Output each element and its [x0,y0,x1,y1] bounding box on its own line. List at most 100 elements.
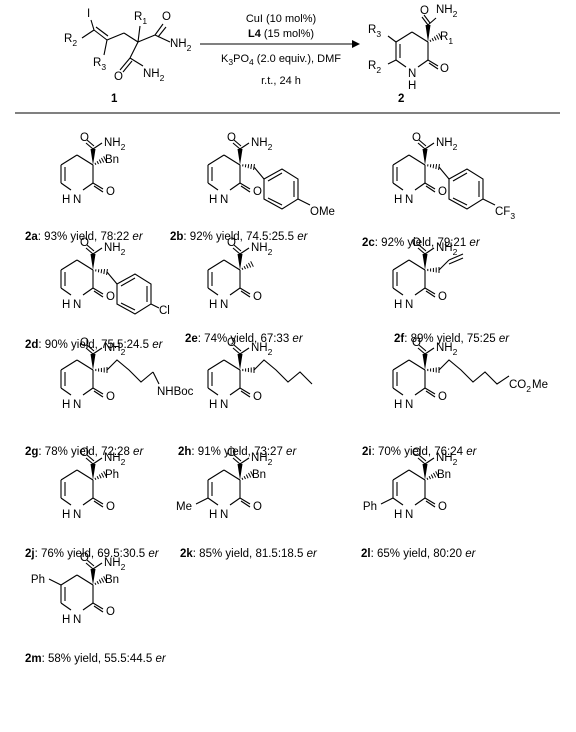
carbonyl-oxygen: O [253,291,262,303]
carbonyl-bond [239,182,251,190]
caption-2c: 2c: 92% yield, 79:21 er [362,237,480,249]
bond [129,57,144,67]
amide-nh2: NH2 [436,137,458,152]
ring-bond [60,359,78,371]
carbonyl-oxygen: O [438,501,447,513]
carbonyl-oxygen: O [253,501,262,513]
ring-bond [392,154,410,166]
ring-substituent: Ph [31,574,45,586]
amide-bond [232,142,241,150]
ring-nh-hydrogen: H [209,399,217,411]
hash-line [243,265,246,270]
ring-bond [60,287,72,296]
ring-bond [229,497,241,506]
aromatic-bond [120,302,136,311]
carbonyl-oxygen: O [253,186,262,198]
amide-oxygen: O [412,132,421,144]
ester-label: CO2 [509,379,531,394]
bond [129,41,139,59]
amide-bond [239,457,250,465]
nh2-label: NH2 [170,38,192,53]
ring-bond [60,602,72,611]
amide-bond [232,457,241,465]
r2-label: R2 [64,33,77,48]
hash-line [426,477,429,480]
r1-hash-bond [429,33,442,42]
bond [106,32,125,41]
ring-nh-hydrogen: H [209,299,217,311]
amide-oxygen: O [420,5,429,17]
amide-oxygen: O [227,237,236,249]
iodine-atom: I [87,8,90,20]
ring-bond [392,387,404,396]
amide-wedge [237,149,243,165]
amide-wedge [422,354,428,370]
ring-bond [207,182,219,191]
alkene-double-bond [448,257,464,265]
amide-wedge [90,464,96,480]
compound-id: 2g [25,446,39,458]
ring-nitrogen: N [73,614,81,626]
side-chain-hash [94,471,107,480]
amide-wedge [237,354,243,370]
yield-text: : 93% yield, 78:22 [37,231,133,243]
aromatic-bond [267,197,283,206]
carbonyl-bond [239,287,251,295]
bond [438,259,450,271]
carbonyl-double-bond [425,185,436,193]
ring-bond [207,359,225,371]
amide-bond [92,457,103,465]
amide-bond [239,247,250,255]
ring-bond [414,387,426,396]
ring-nh-hydrogen: H [62,194,70,206]
amide-oxygen: O [227,132,236,144]
pentyl-chain [253,359,313,385]
hash-line [100,269,103,274]
amide-wedge [90,254,96,270]
ring-bond [207,469,225,481]
aromatic-bond [120,277,136,287]
ring-nh-hydrogen: H [209,509,217,521]
caption-2k: 2k: 85% yield, 81.5:18.5 er [180,548,317,560]
er-label: er [152,339,163,351]
arrow-head [352,40,360,48]
er-label: er [498,333,510,345]
compound-id: 2k [180,548,193,560]
ring-bond [414,497,426,506]
bond [137,34,156,43]
amide-bond [417,247,426,255]
hash-line [98,579,102,584]
ring-nh-hydrogen: H [394,399,402,411]
amide-oxygen: O [412,447,421,459]
hash-line [243,475,246,480]
carbonyl-double-bond [240,500,251,508]
hash-line [101,472,105,478]
carbonyl-double-bond [240,290,251,298]
side-chain-hash [94,576,107,585]
carbonyl-double-bond [425,500,436,508]
er-label: er [132,231,143,243]
ring-bond [395,31,413,43]
amide-nh2: NH2 [251,137,273,152]
bond [103,39,108,56]
aromatic-bond [452,197,468,206]
yield-text: : 92% yield, 74.5:25.5 [183,231,298,243]
ring-bond [82,602,94,611]
amide-nh2: NH2 [251,242,273,257]
r3-label: R3 [93,57,106,72]
ring-nh-hydrogen: H [62,614,70,626]
amide-bond [424,347,435,355]
hash-line [103,471,107,477]
er-label: er [133,446,144,458]
amide-nh2: NH2 [104,557,126,572]
carbonyl-bond [424,497,436,505]
carbonyl-bond [92,387,104,395]
side-chain-hash [427,367,440,373]
ring-bond [207,497,219,506]
side-chain-hash [242,163,255,171]
substituent-label: Bn [105,154,119,166]
